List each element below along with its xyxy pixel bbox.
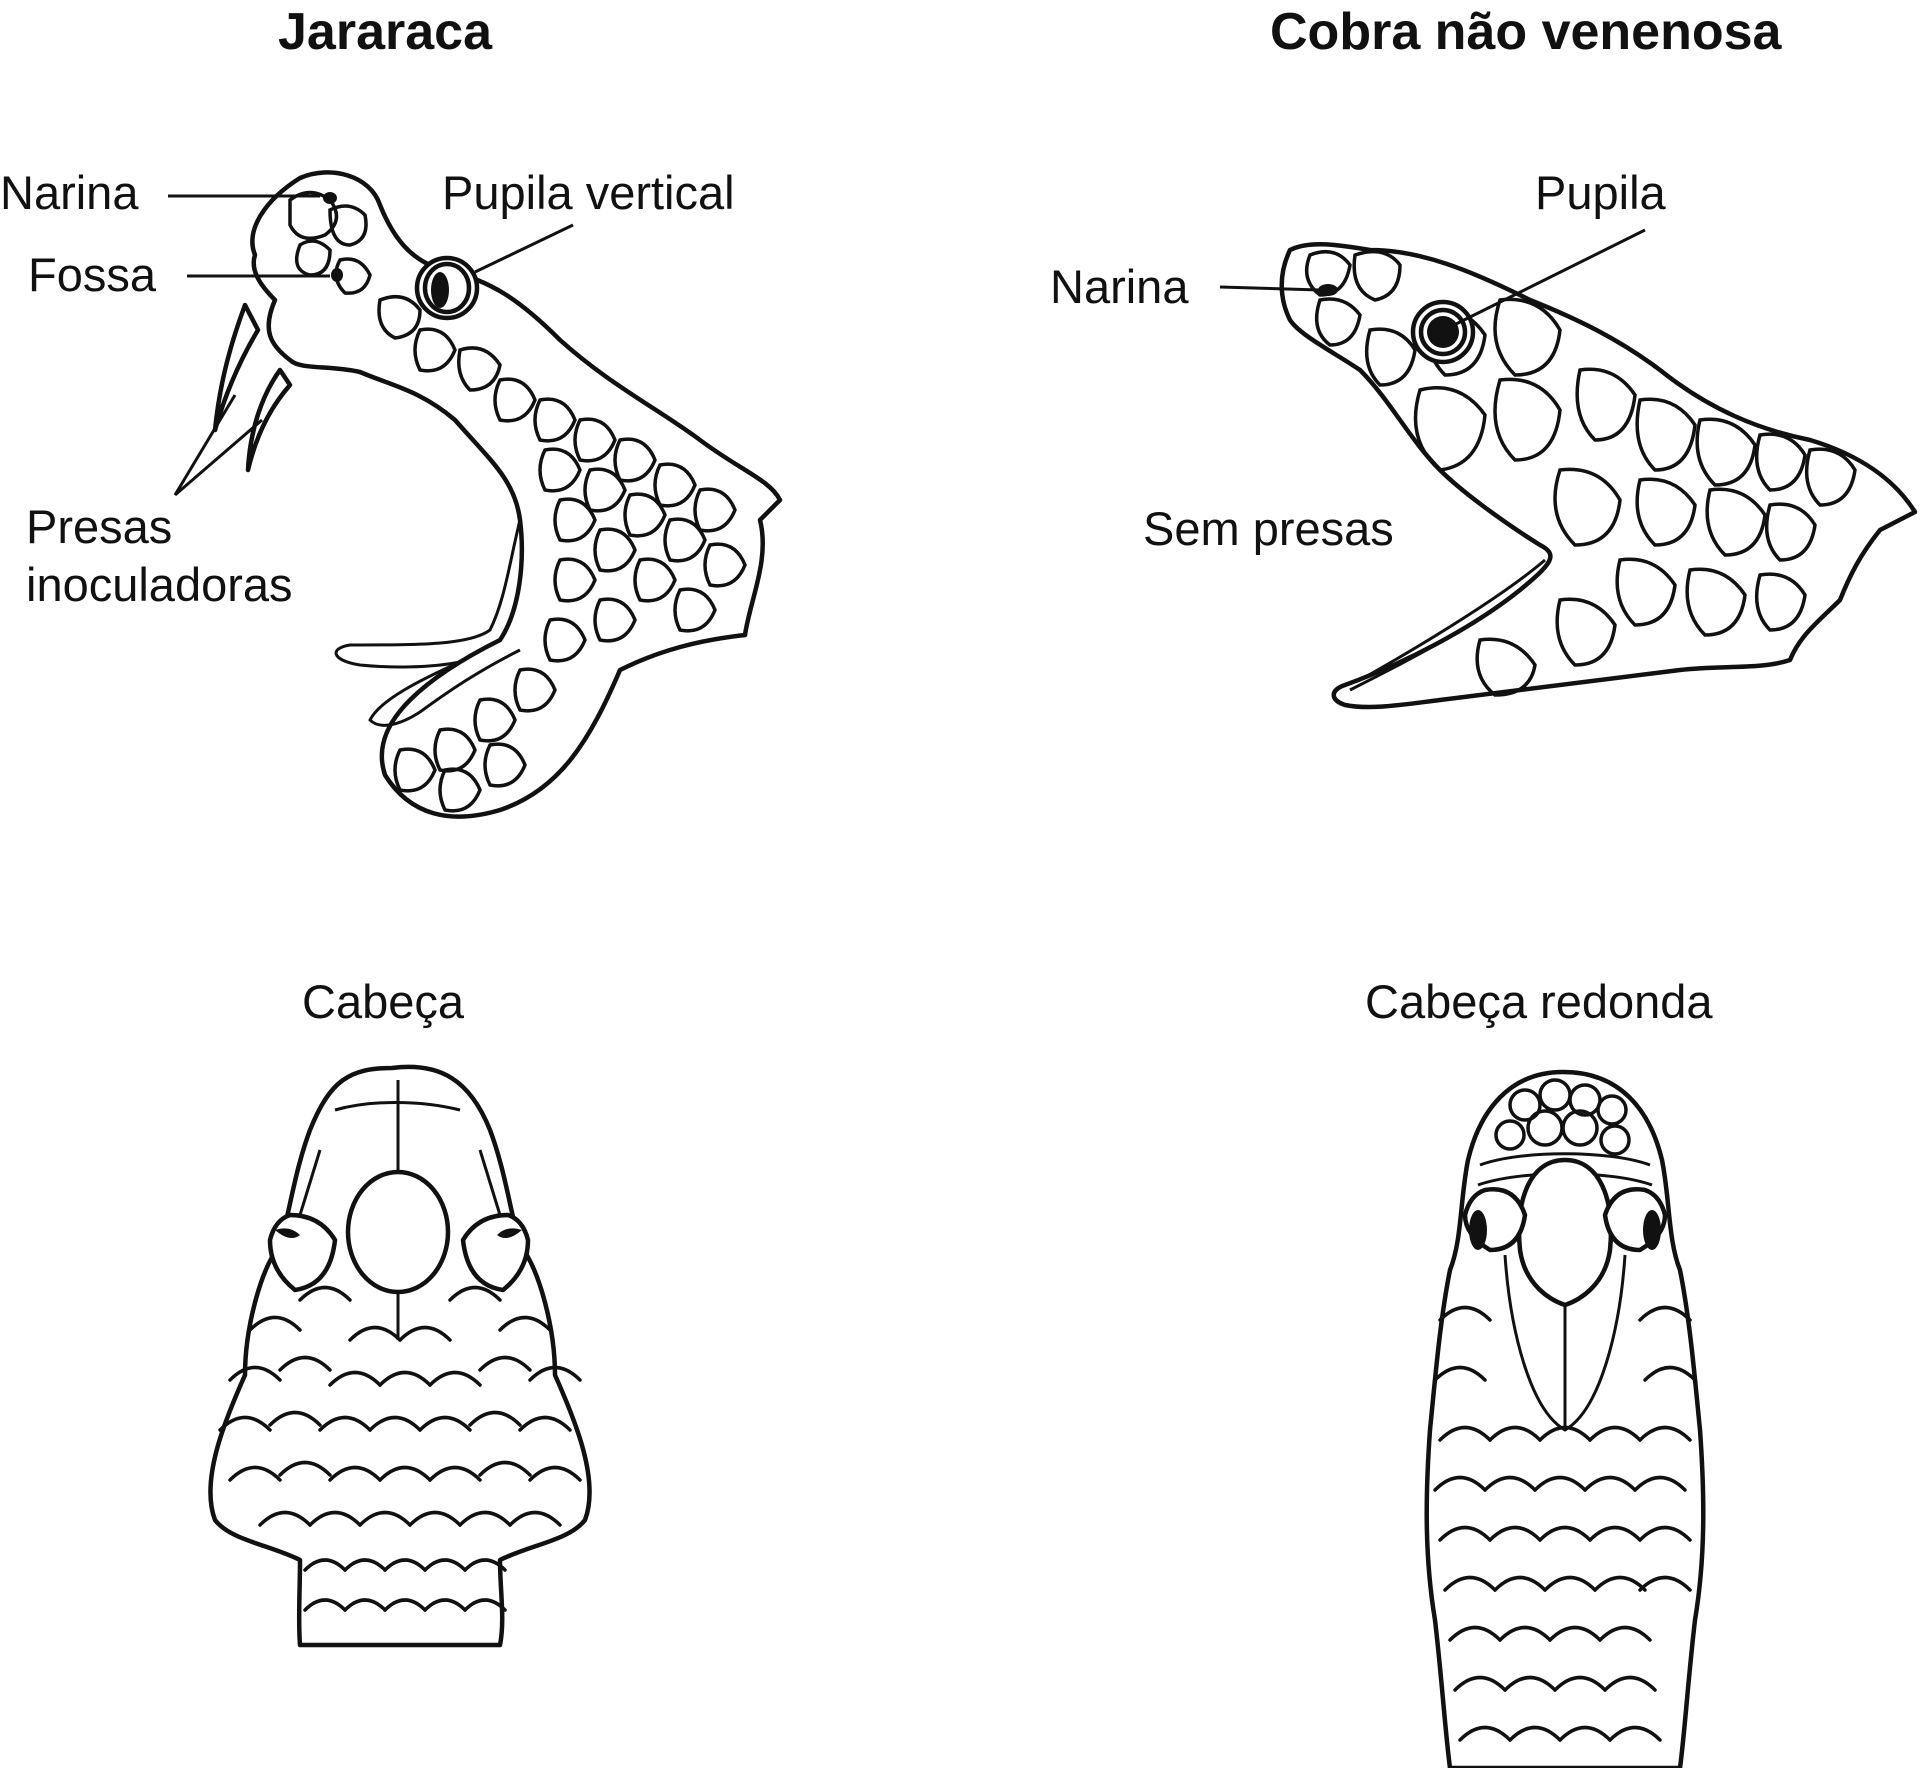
left-eye-icon xyxy=(1469,1210,1487,1250)
jararaca-side-view-drawing xyxy=(168,170,783,819)
label-nostril-non-venomous: Narina xyxy=(1050,260,1189,313)
label-fangs-line1: Presas xyxy=(26,500,173,553)
right-eye-icon xyxy=(1643,1210,1661,1250)
right-eye-icon xyxy=(497,1228,522,1239)
vertical-pupil-icon xyxy=(431,272,449,308)
label-pit: Fossa xyxy=(28,248,156,301)
title-non-venomous-snake: Cobra não venenosa xyxy=(1270,3,1782,61)
title-jararaca: Jararaca xyxy=(278,3,492,61)
label-vertical-pupil: Pupila vertical xyxy=(442,166,735,219)
fang-back xyxy=(245,367,293,473)
label-pupil: Pupila xyxy=(1535,166,1666,219)
label-no-fangs: Sem presas xyxy=(1143,502,1394,555)
fang-front xyxy=(212,302,261,433)
label-nostril-jararaca: Narina xyxy=(0,166,139,219)
label-round-head: Cabeça redonda xyxy=(1365,975,1713,1028)
label-fangs-line2: inoculadoras xyxy=(26,558,293,611)
non-venomous-side-view-drawing xyxy=(1219,228,1918,710)
label-head: Cabeça xyxy=(302,975,464,1028)
round-pupil-icon xyxy=(1427,316,1459,348)
left-eye-icon xyxy=(275,1228,300,1239)
jararaca-top-view-drawing xyxy=(208,1064,592,1648)
non-venomous-top-view-drawing xyxy=(1424,1069,1706,1768)
